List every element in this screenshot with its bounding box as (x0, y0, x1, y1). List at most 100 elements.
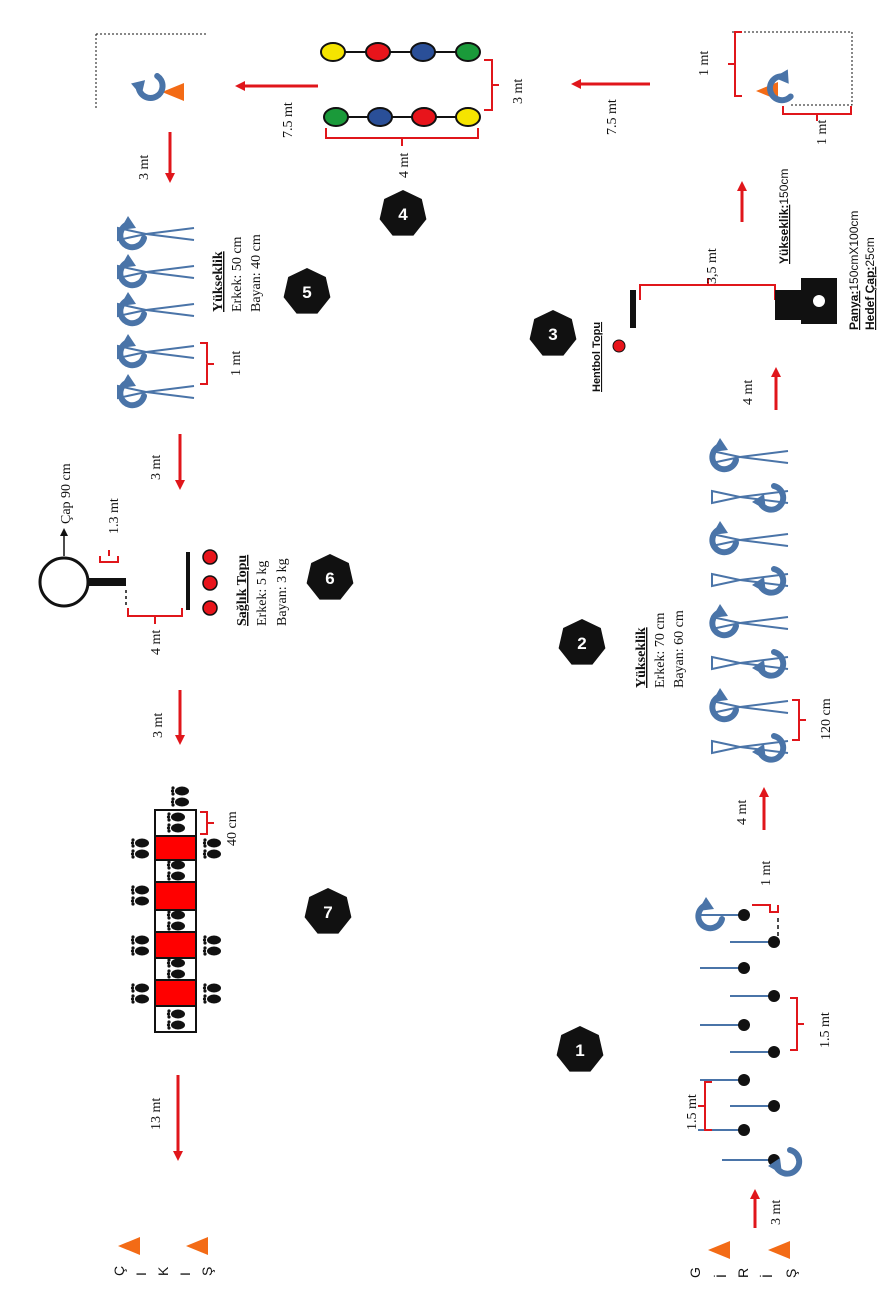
spacing-label: 120 cm (819, 698, 834, 740)
turn-arrow-icon (128, 68, 166, 101)
target-panel (775, 278, 837, 324)
hurdle (711, 533, 789, 547)
distance-label: 3 mt (137, 155, 152, 180)
hoop-stand (88, 578, 126, 586)
entrance-area: G İ R İ Ş (687, 1241, 799, 1278)
station-3: 4 mt 3 Hentbol Topu 3,5 mt Yükseklik:150… (529, 169, 877, 410)
station-5: 3 mt 1 mt Yükseklik Erkek: 50 cm Bayan: … (117, 132, 331, 490)
hurdle (117, 303, 195, 317)
turn-square (732, 31, 853, 106)
cone-icon (118, 1237, 140, 1255)
entrance-letter: İ (758, 1274, 775, 1278)
distance-label: 7.5 mt (281, 102, 296, 138)
distance-bracket (127, 608, 183, 624)
exit-word: Ç I K I Ş (111, 1266, 215, 1276)
entrance-letter: İ (712, 1274, 729, 1278)
exit-letter: K (155, 1266, 171, 1276)
medicine-ball (202, 600, 218, 616)
exit-letter: Ş (199, 1267, 215, 1276)
hoop-circle (38, 556, 90, 608)
distance-label: 3 mt (149, 455, 164, 480)
footprint-icon (171, 786, 189, 806)
distance-label: 4 mt (149, 630, 164, 655)
ladder-red-cell (156, 883, 195, 909)
height-title: Yükseklik (211, 251, 226, 312)
height-female: Bayan: 40 cm (249, 234, 264, 312)
station-6: Çap 90 cm 1.3 mt 4 mt Sağlık Topu Erkek:… (38, 463, 354, 745)
target-circle (813, 295, 825, 307)
distance-label: 13 mt (149, 1098, 164, 1130)
row-gap-bracket (484, 59, 499, 111)
turn-arrow-icon (752, 652, 783, 676)
exit-letter: Ç (111, 1266, 127, 1276)
station-4: 1 mt 1 mt 7.5 mt 3 mt 4 mt 7.5 mt 4 (95, 31, 853, 236)
footwork-ladder (154, 809, 197, 1033)
medicine-ball (202, 575, 218, 591)
medicine-ball (202, 549, 218, 565)
height-female: Bayan: 60 cm (672, 610, 687, 688)
exit-area: Ç I K I Ş (111, 1237, 215, 1276)
hurdle (711, 616, 789, 630)
square-label: 1 mt (697, 51, 712, 76)
hoop-size-label: Çap 90 cm (59, 463, 74, 524)
ball-row-bottom (323, 107, 481, 127)
hurdle (711, 656, 789, 670)
turn-square (95, 33, 206, 110)
turn-arrow-icon (765, 65, 801, 104)
exit-letter: I (133, 1272, 149, 1276)
entrance-letter: R (735, 1268, 751, 1278)
footprint-icon (131, 885, 149, 905)
hurdle (117, 345, 195, 359)
height-label: Yükseklik:150cm (777, 169, 791, 264)
footprint-icon (131, 935, 149, 955)
distance-label: 7.5 mt (605, 99, 620, 135)
footprint-icon (131, 838, 149, 858)
row-gap-label: 3 mt (511, 79, 526, 104)
throw-line (186, 552, 190, 610)
hurdle-row (711, 450, 789, 754)
hurdle (711, 740, 789, 754)
row-width-label: 4 mt (397, 153, 412, 178)
slalom-poles-left (698, 909, 780, 1166)
station-number: 2 (577, 634, 586, 653)
entrance-letter: Ş (783, 1269, 799, 1278)
target-label: Hedef Çap:25cm (863, 237, 877, 330)
distance-label: 3 mt (769, 1200, 784, 1225)
station-7: 40 cm 7 13 mt (131, 786, 352, 1161)
footprint-icon (203, 983, 221, 1003)
height-male: Erkek: 50 cm (230, 236, 245, 312)
entrance-word: G İ R İ Ş (687, 1267, 799, 1278)
footprint-icon (131, 983, 149, 1003)
station-number: 1 (575, 1041, 584, 1060)
ball-name: Hentbol Topu (591, 322, 603, 392)
turn-arrow-icon (752, 569, 783, 593)
distance-label: 4 mt (735, 800, 750, 825)
height-label: 1.3 mt (107, 498, 122, 534)
hurdle (711, 573, 789, 587)
height-title: Yükseklik (634, 627, 649, 688)
hurdle (711, 700, 789, 714)
spacing-bracket (698, 1081, 712, 1131)
hoop-target (38, 528, 126, 608)
spacing-label: 1.5 mt (685, 1094, 700, 1130)
square-label: 1 mt (815, 120, 830, 145)
panel-label: Panya:150cmX100cm (847, 211, 861, 330)
station-number: 3 (548, 325, 557, 344)
footprint-icon (203, 935, 221, 955)
distance-label: 4 mt (741, 380, 756, 405)
hurdle (711, 490, 789, 504)
height-bracket (99, 550, 119, 563)
footprint-icon (203, 838, 221, 858)
ladder-red-cell (156, 981, 195, 1005)
station-number: 5 (302, 283, 311, 302)
cone-icon (186, 1237, 208, 1255)
spacing-bracket (790, 997, 804, 1051)
station-2: 4 mt 120 cm 2 Yükseklik Erkek: 70 cm (558, 438, 834, 830)
offset-label: 1 mt (759, 861, 774, 886)
hurdle (117, 385, 195, 399)
turn-arrow-icon (752, 736, 783, 760)
hurdle (117, 265, 195, 279)
weight-female: Bayan: 3 kg (275, 558, 290, 626)
station-1: 3 mt 1.5 mt 1.5 mt 1 mt 1 (556, 861, 833, 1228)
